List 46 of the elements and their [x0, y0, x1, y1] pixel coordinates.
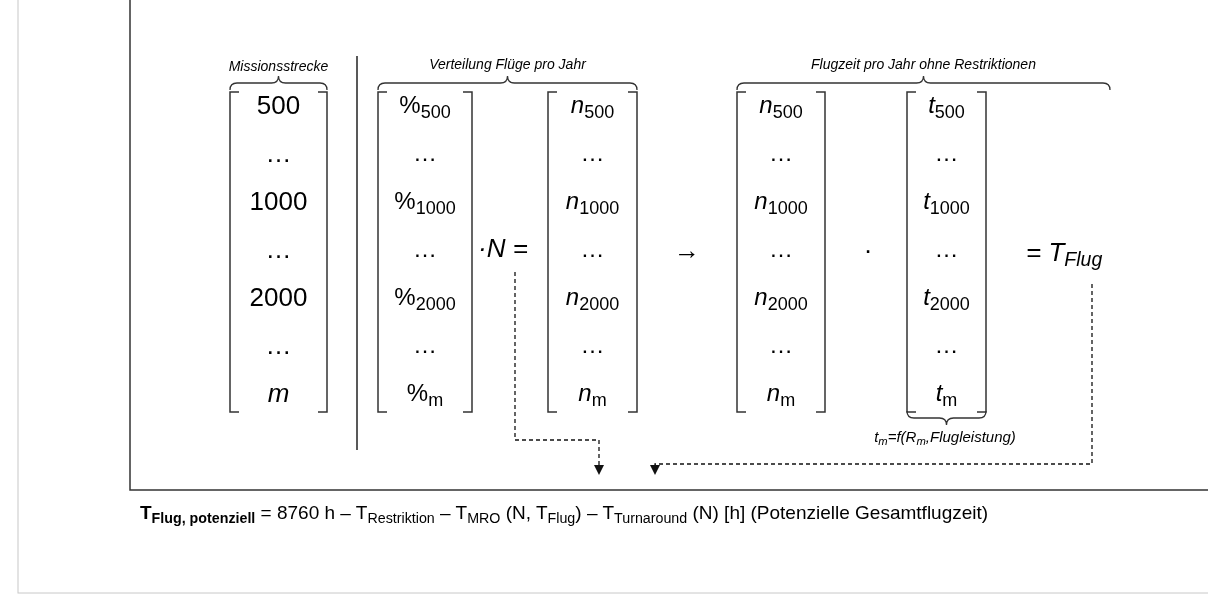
equation-term: ·N = [478, 232, 528, 265]
operator-arrow: → [674, 237, 700, 263]
formula-text: T$_{Flug, potenziell}$ = 8760 h – T$_{Restriktion}$ – T$_{MRO}$ (N, T$_{Flug}$) – T$_{Turnaround}$ (N) [h] (Potenzielle Gesamtflugzeit) [140, 473, 989, 525]
function-note: t$_{m}$=f(R$_{m}$,Flugleistung) [874, 427, 1016, 449]
matrix-entry: t$_{2000}$ [923, 285, 970, 309]
dashed-arrow [650, 283, 1093, 475]
multiplication-dot: · [863, 237, 873, 263]
matrix-entry: 500 [256, 92, 301, 118]
matrix-entry: … [769, 237, 793, 261]
brace-title: Missionsstrecke [228, 57, 329, 76]
matrix-entry: … [265, 236, 292, 262]
matrix-entry: n$_{1000}$ [565, 189, 620, 213]
matrix-entry: n$_{m}$ [766, 381, 796, 405]
matrix-entry: t$_{500}$ [928, 93, 965, 117]
matrix-entry: t$_{m}$ [935, 381, 958, 405]
matrix-entry: m [267, 380, 290, 406]
matrix-entry: n$_{500}$ [759, 93, 803, 117]
matrix-entry: … [580, 333, 605, 357]
matrix-entry: n$_{1000}$ [754, 189, 808, 213]
matrix-entry: 2000 [249, 284, 308, 310]
matrix-entry: … [934, 141, 959, 165]
matrix-entry: %$_{1000}$ [394, 189, 456, 213]
matrix-entry: n$_{500}$ [570, 93, 615, 117]
matrix-entry: t$_{1000}$ [923, 189, 970, 213]
matrix-entry: %$_{500}$ [399, 93, 451, 117]
matrix-entry: … [769, 141, 793, 165]
matrix-entry: %$_{m}$ [406, 381, 444, 405]
matrix-entry: … [580, 237, 605, 261]
matrix-entry: … [265, 140, 292, 166]
matrix-entry: n$_{m}$ [578, 381, 607, 405]
matrix-entry: … [934, 237, 959, 261]
brace-title: Flugzeit pro Jahr ohne Restriktionen [811, 55, 1036, 74]
matrix-entry: n$_{2000}$ [754, 285, 808, 309]
matrix-entry: … [413, 141, 437, 165]
matrix-entry: … [580, 141, 605, 165]
matrix-entry: … [413, 333, 437, 357]
matrix-entry: … [769, 333, 793, 357]
dashed-arrow [514, 271, 604, 475]
matrix-entry: 1000 [249, 188, 308, 214]
matrix-entry: %$_{2000}$ [394, 285, 456, 309]
matrix-entry: … [413, 237, 437, 261]
matrix-entry: … [265, 332, 292, 358]
matrix-entry: n$_{2000}$ [565, 285, 620, 309]
equation-term: = T$_{Flug}$ [1026, 236, 1103, 269]
matrix-entry: … [934, 333, 959, 357]
brace-title: Verteilung Flüge pro Jahr [429, 55, 586, 74]
